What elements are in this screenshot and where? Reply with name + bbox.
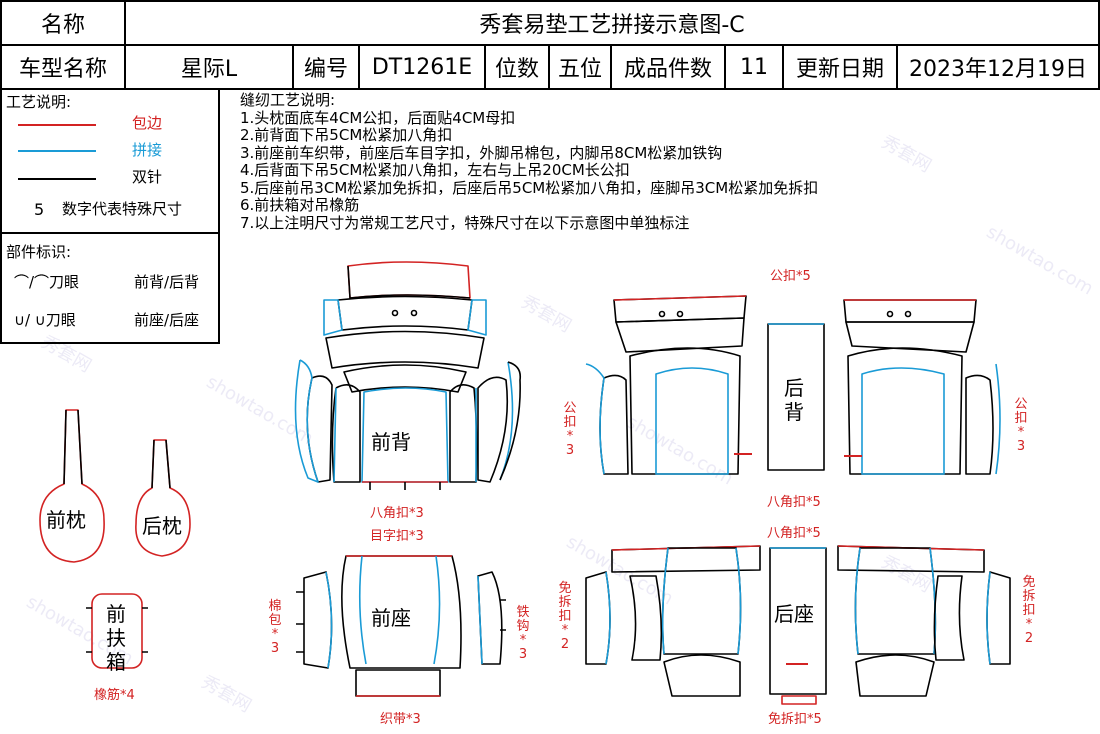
- annotation-male-top: 公扣*5: [770, 269, 811, 284]
- rear-back-pieces: [585, 295, 1001, 475]
- front-back-pieces: [294, 261, 522, 490]
- count-value: 11: [740, 54, 768, 80]
- annotation-webbing: 织带*3: [380, 712, 421, 727]
- annotation-cotton-pack: 棉包*3: [268, 599, 282, 656]
- annotation-free-left: 免拆扣*2: [558, 581, 572, 652]
- rear-seat-pieces: [585, 545, 1011, 705]
- annotation-front-seat-buckle: 目字扣*3: [370, 529, 424, 544]
- name-label: 名称: [40, 13, 85, 38]
- legend-join: 拼接: [132, 141, 163, 159]
- annotation-free-bottom: 免拆扣*5: [768, 712, 822, 727]
- headrest-pieces: [39, 409, 191, 563]
- annotation-male-left: 公扣*3: [563, 401, 577, 458]
- code-label: 编号: [303, 57, 348, 82]
- date-value: 2023年12月19日: [909, 57, 1087, 82]
- join-line-sample: [18, 150, 96, 152]
- date-label: 更新日期: [795, 57, 884, 82]
- count-label: 成品件数: [623, 57, 712, 82]
- legend-title: 工艺说明:: [6, 93, 72, 111]
- sewing-line-1: 1.头枕面底车4CM公扣，后面贴4CM母扣: [240, 108, 516, 127]
- rear-back-label-2: 背: [784, 400, 804, 424]
- annotation-free-right: 免拆扣*2: [1022, 575, 1036, 646]
- annotation-front-back-octagon: 八角扣*3: [370, 506, 424, 521]
- model-value: 星际L: [180, 57, 238, 82]
- parts-row2-text: 前座/后座: [134, 311, 200, 329]
- annotation-iron-hook: 铁钩*3: [516, 605, 530, 662]
- armrest-piece: [86, 593, 148, 669]
- seats-label: 位数: [494, 57, 539, 82]
- rear-back-label-1: 后: [784, 376, 804, 400]
- armrest-label-2: 扶: [106, 626, 126, 650]
- sewing-line-5: 5.后座前吊3CM松紧加免拆扣，后座后吊5CM松紧加八角扣，座脚吊3CM松紧加免…: [240, 178, 819, 197]
- annotation-octagon-rear-back: 八角扣*5: [767, 495, 821, 510]
- annotation-male-right: 公扣*3: [1014, 397, 1028, 454]
- annotation-elastic: 橡筋*4: [94, 688, 135, 703]
- armrest-label-3: 箱: [106, 650, 126, 674]
- armrest-label-1: 前: [106, 602, 126, 626]
- rear-headrest-label: 后枕: [142, 514, 182, 538]
- legend-edge: 包边: [132, 114, 163, 132]
- sewing-title: 缝纫工艺说明:: [240, 91, 336, 109]
- edge-line-sample: [18, 124, 96, 126]
- front-headrest-label: 前枕: [46, 508, 86, 532]
- page-title: 秀套易垫工艺拼接示意图-C: [479, 13, 745, 38]
- sewing-line-3: 3.前座前车织带，前座后车目字扣，外脚吊棉包，内脚吊8CM松紧加铁钩: [240, 143, 723, 162]
- sewing-line-4: 4.后背面下吊5CM松紧加八角扣，左右与上吊20CM长公扣: [240, 161, 630, 179]
- model-label: 车型名称: [18, 57, 107, 82]
- special-text: 数字代表特殊尺寸: [62, 200, 183, 218]
- parts-row2-symbols: ∪/ ∪刀眼: [14, 311, 76, 329]
- sewing-line-6: 6.前扶箱对吊橡筋: [240, 196, 360, 214]
- rear-seat-label: 后座: [774, 602, 814, 626]
- parts-title: 部件标识:: [6, 243, 72, 261]
- parts-row1-text: 前背/后背: [134, 273, 200, 291]
- legend-stitch: 双针: [132, 168, 163, 186]
- front-back-label: 前背: [371, 430, 411, 454]
- stitch-line-sample: [18, 178, 96, 180]
- seats-value: 五位: [557, 57, 602, 82]
- parts-row1-symbols: ⌒/⌒刀眼: [14, 273, 80, 291]
- front-seat-pieces: [296, 555, 506, 697]
- code-value: DT1261E: [371, 54, 473, 80]
- front-seat-label: 前座: [371, 606, 411, 630]
- sewing-line-2: 2.前背面下吊5CM松紧加八角扣: [240, 126, 453, 144]
- sewing-line-7: 7.以上注明尺寸为常规工艺尺寸，特殊尺寸在以下示意图中单独标注: [240, 213, 690, 232]
- annotation-octagon-rear-seat: 八角扣*5: [767, 526, 821, 541]
- special-number: 5: [34, 200, 45, 219]
